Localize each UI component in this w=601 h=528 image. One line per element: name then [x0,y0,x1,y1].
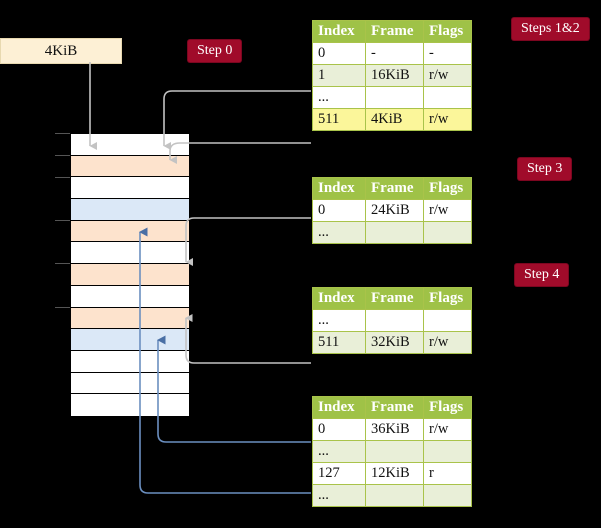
table-row: 511 32KiB r/w [312,331,472,354]
table-row-highlighted: 511 4KiB r/w [312,108,472,131]
cell-frame: 32KiB [365,331,424,354]
cell-frame [365,221,424,244]
table-row: 127 12KiB r [312,462,472,485]
column-header-flags: Flags [423,177,472,200]
table-header-row: Index Frame Flags [312,177,472,200]
physical-memory-column [70,133,190,416]
cell-flags: r/w [423,64,472,87]
table-row: 0 24KiB r/w [312,199,472,222]
memory-row [71,134,189,156]
column-header-index: Index [312,20,366,43]
cell-index: 0 [312,42,366,65]
cell-frame [365,440,424,463]
table-row: 1 16KiB r/w [312,64,472,87]
column-header-flags: Flags [423,287,472,310]
wire-l2-entry511-to-memory [185,314,311,364]
cell-flags: r/w [423,331,472,354]
table-header-row: Index Frame Flags [312,396,472,419]
cell-frame: 4KiB [365,108,424,131]
table-row: 0 - - [312,42,472,65]
table-row: ... [312,309,472,332]
cell-frame [365,86,424,109]
cell-index: 511 [312,331,366,354]
cell-flags [423,221,472,244]
memory-row [71,177,189,200]
cell-flags [423,86,472,109]
memory-row [71,329,189,351]
cell-flags: r/w [423,199,472,222]
memory-row [71,394,189,416]
column-header-index: Index [312,396,366,419]
column-header-index: Index [312,177,366,200]
table-header-row: Index Frame Flags [312,20,472,43]
wire-l4-entry511-to-memory [169,142,311,164]
cell-flags: - [423,42,472,65]
cell-index: 0 [312,199,366,222]
cell-flags [423,440,472,463]
memory-tick [55,177,70,178]
table-level2: Index Frame Flags ... 511 32KiB r/w [312,287,472,354]
cell-flags: r [423,462,472,485]
cell-index: 1 [312,64,366,87]
table-header-row: Index Frame Flags [312,287,472,310]
memory-row [71,307,189,330]
memory-tick [55,155,70,156]
cell-index: ... [312,221,366,244]
memory-row [71,199,189,221]
cell-index: ... [312,309,366,332]
memory-row [71,264,189,286]
table-level3: Index Frame Flags 0 24KiB r/w ... [312,177,472,244]
cell-index: ... [312,484,366,507]
table-row: ... [312,221,472,244]
memory-row [71,220,189,243]
memory-row [71,350,189,373]
cell-flags: r/w [423,418,472,441]
cell-flags [423,484,472,507]
cell-flags [423,309,472,332]
table-row: ... [312,484,472,507]
badge-step-0: Step 0 [188,40,242,62]
table-row: ... [312,440,472,463]
memory-tick [55,220,70,221]
column-header-flags: Flags [423,20,472,43]
cell-index: 0 [312,418,366,441]
column-header-frame: Frame [365,20,424,43]
table-row: 0 36KiB r/w [312,418,472,441]
table-row: ... [312,86,472,109]
cell-frame: 16KiB [365,64,424,87]
memory-tick [55,263,70,264]
cell-index: ... [312,440,366,463]
source-frame-label: 4KiB [44,42,78,59]
cell-flags: r/w [423,108,472,131]
cell-index: 511 [312,108,366,131]
cell-frame: 24KiB [365,199,424,222]
memory-row [71,242,189,265]
badge-step-4: Step 4 [515,264,569,286]
wire-l3-entry0-to-memory [185,217,311,266]
cell-frame [365,484,424,507]
table-level1: Index Frame Flags 0 36KiB r/w ... 127 12… [312,396,472,507]
cell-index: 127 [312,462,366,485]
memory-row [71,372,189,395]
cell-frame: 12KiB [365,462,424,485]
memory-row [71,285,189,308]
source-frame-box: 4KiB [0,38,122,64]
cell-index: ... [312,86,366,109]
badge-step-3: Step 3 [518,158,572,180]
column-header-frame: Frame [365,396,424,419]
memory-row [71,155,189,178]
memory-tick [55,133,70,134]
memory-tick [55,307,70,308]
column-header-frame: Frame [365,177,424,200]
cell-frame [365,309,424,332]
cell-frame: - [365,42,424,65]
table-level4: Index Frame Flags 0 - - 1 16KiB r/w ... … [312,20,472,131]
column-header-frame: Frame [365,287,424,310]
column-header-index: Index [312,287,366,310]
badge-steps-1-and-2: Steps 1&2 [512,18,589,40]
column-header-flags: Flags [423,396,472,419]
cell-frame: 36KiB [365,418,424,441]
